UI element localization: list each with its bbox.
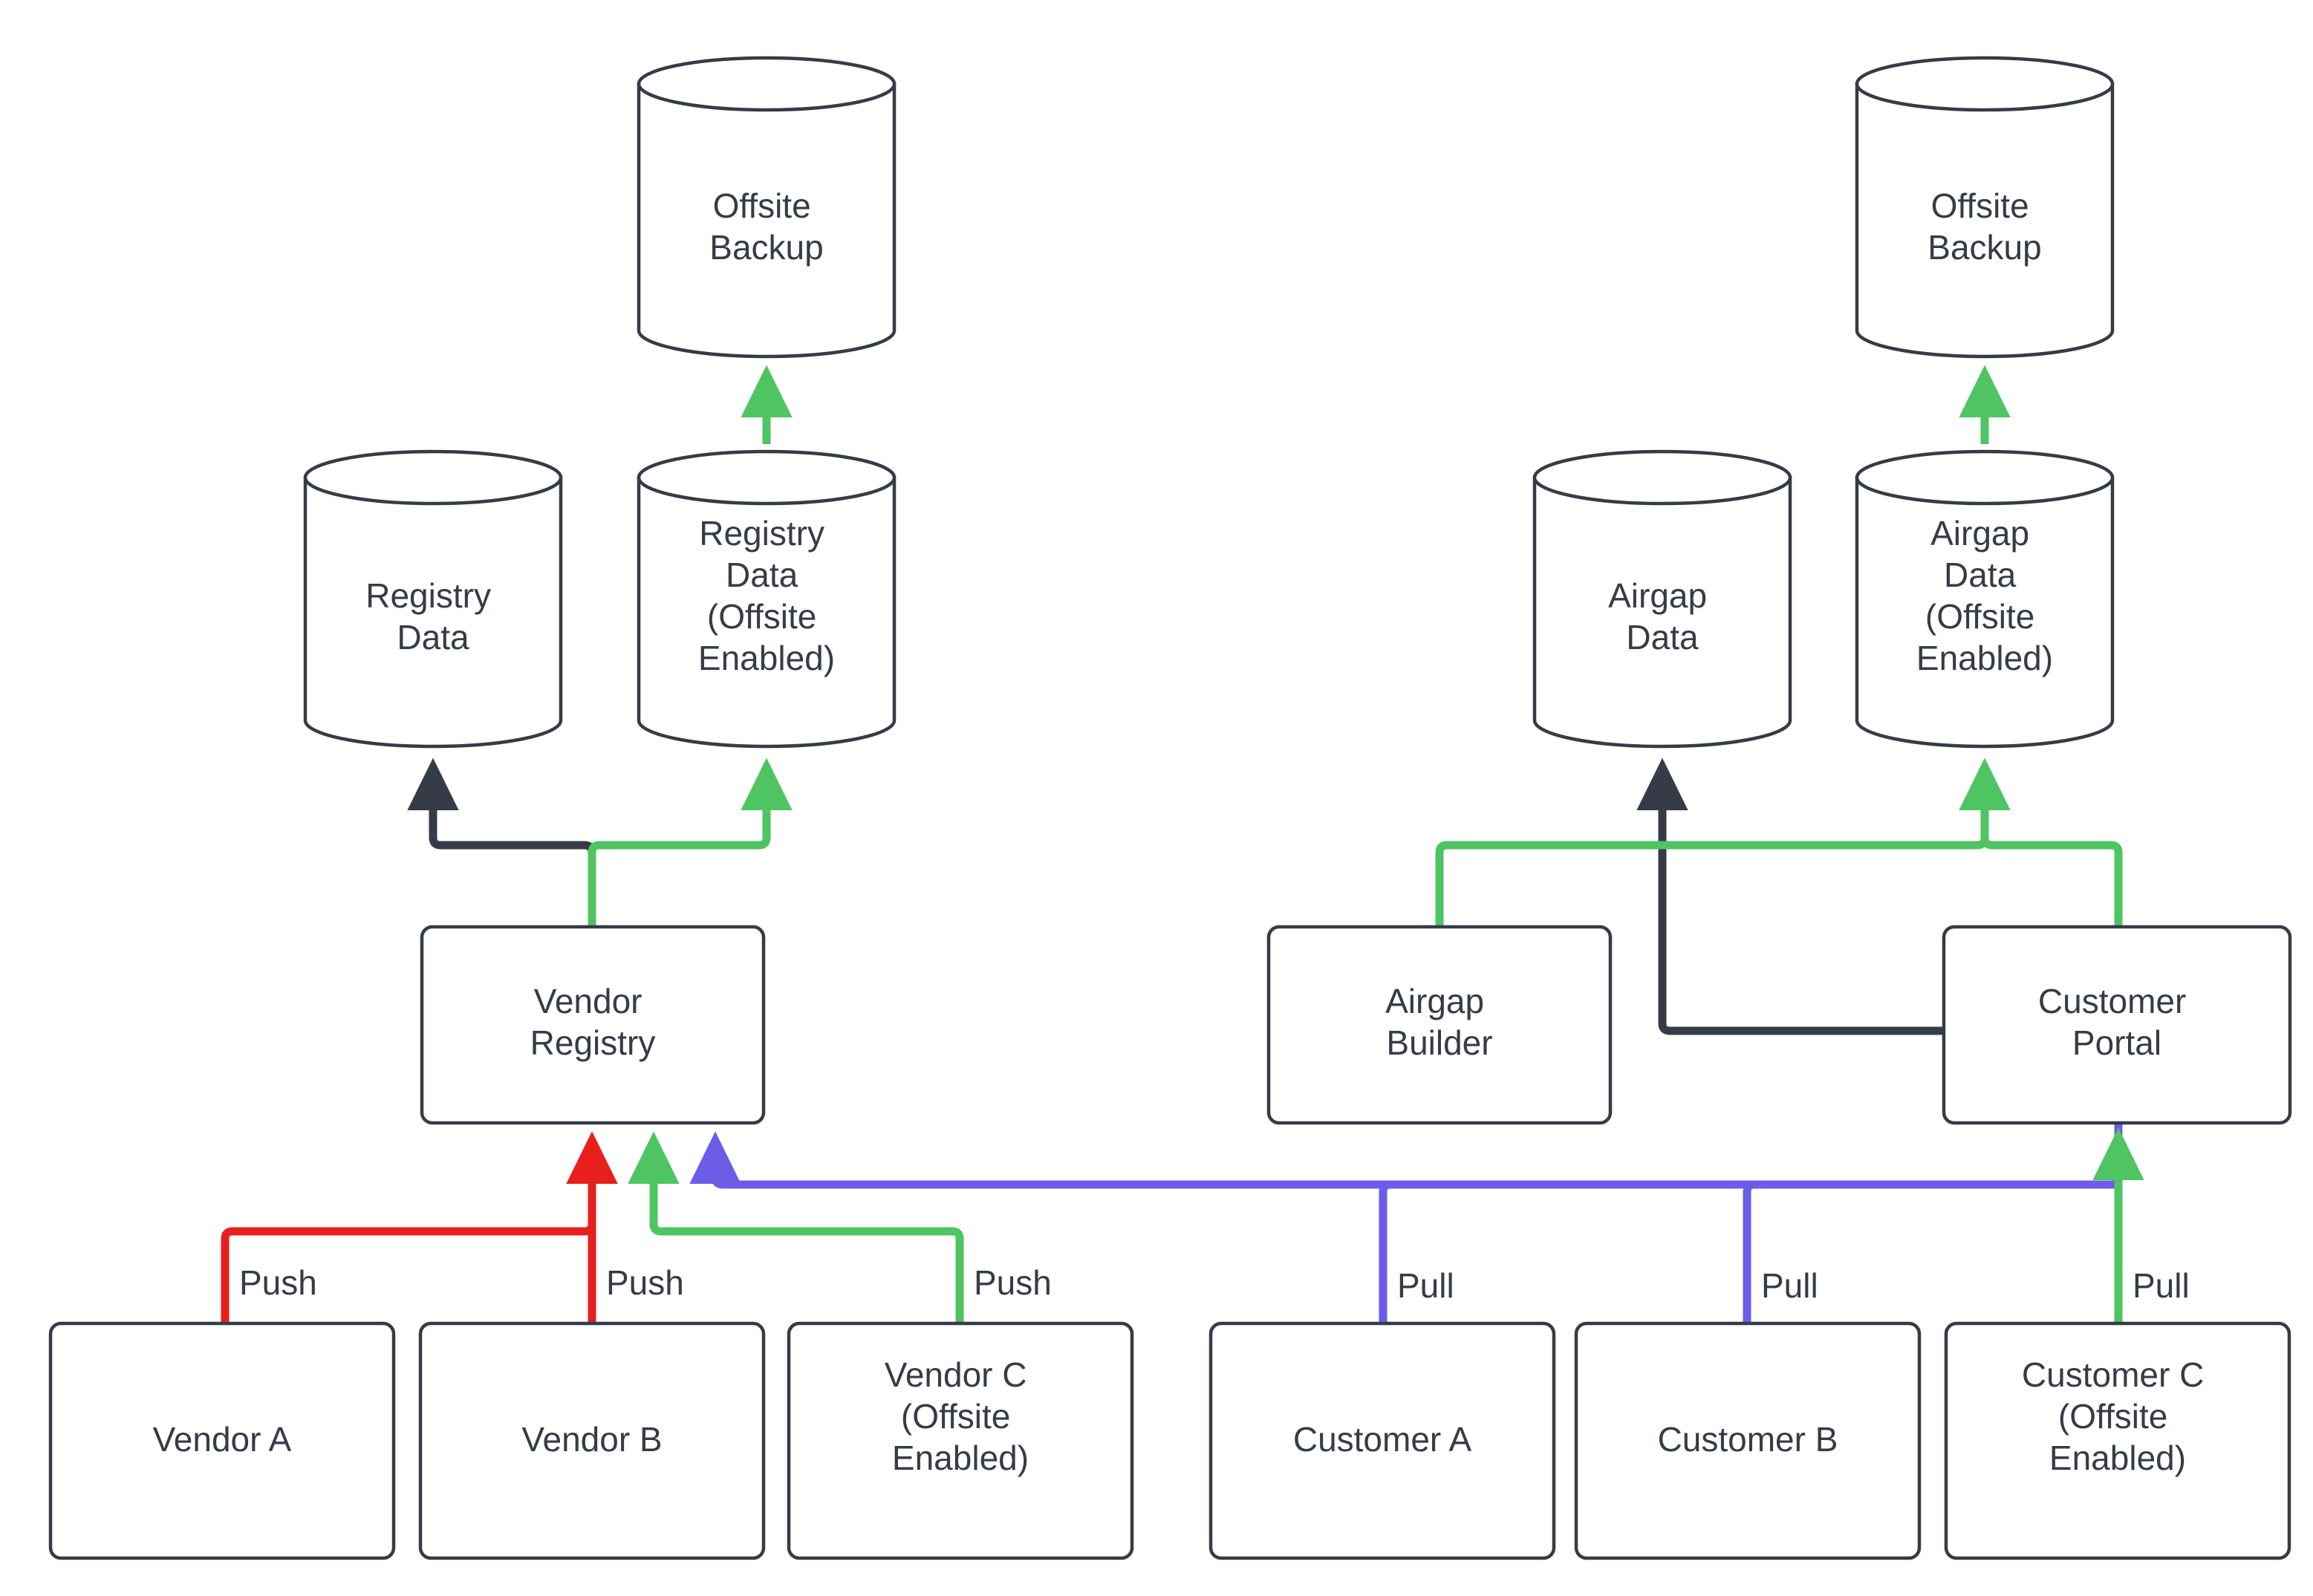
svg-text:Push: Push [239,1263,317,1302]
edge-airgap-builder-to-airgap-data-offsite [1435,758,2011,927]
node-label: Vendor A [153,1420,292,1459]
node-label: Customer A [1293,1420,1472,1459]
edge-customer-portal-to-vendor-registry [689,1123,2123,1189]
node-vendor-b[interactable]: Vendor B [418,1321,766,1560]
edge-customer-portal-to-airgap-data-offsite [1959,758,2123,927]
svg-text:Push: Push [606,1263,684,1302]
node-offsite-backup-right[interactable]: Offsite Backup [1855,56,2115,359]
edge-label-pull-b: Pull [1757,1266,1870,1312]
node-label: Offsite Backup [1928,186,2041,267]
node-label: Vendor C (Offsite Enabled) [885,1355,1037,1477]
node-offsite-backup-left[interactable]: Offsite Backup [637,56,897,359]
node-label: Customer Portal [2038,982,2196,1062]
node-airgap-data[interactable]: Airgap Data [1532,449,1792,749]
node-label: Customer B [1658,1420,1838,1459]
node-customer-a[interactable]: Customer A [1208,1321,1556,1560]
node-label: Airgap Data [1608,576,1717,657]
edge-customer-b-pull [1743,1180,2118,1323]
edge-label-push-c: Push [969,1263,1100,1309]
edge-vendor-registry-to-registry-data-offsite [588,758,793,927]
edge-customer-a-pull [1379,1180,2118,1323]
node-label: Offsite Backup [709,186,823,267]
node-label: Airgap Data (Offsite Enabled) [1916,514,2053,677]
edge-label-pull-a: Pull [1393,1266,1506,1312]
node-vendor-c[interactable]: Vendor C (Offsite Enabled) [787,1321,1134,1560]
node-label: Customer C (Offsite Enabled) [2022,1355,2213,1477]
edge-label-pull-c: Pull [2128,1266,2241,1312]
node-label: Vendor Registry [530,982,656,1062]
node-vendor-a[interactable]: Vendor A [48,1321,396,1560]
node-label: Registry Data (Offsite Enabled) [698,514,835,677]
edge-vendor-registry-to-registry-data [407,758,596,927]
node-registry-data-offsite[interactable]: Registry Data (Offsite Enabled) [637,449,897,749]
svg-text:Pull: Pull [2133,1266,2190,1305]
edge-vendor-c-push [628,1131,964,1323]
node-customer-c[interactable]: Customer C (Offsite Enabled) [1944,1321,2291,1560]
edge-label-push-a: Push [235,1263,365,1309]
node-customer-portal[interactable]: Customer Portal [1942,925,2292,1125]
svg-text:Pull: Pull [1761,1266,1818,1305]
node-airgap-data-offsite[interactable]: Airgap Data (Offsite Enabled) [1855,449,2115,749]
edge-label-push-b: Push [602,1263,732,1309]
node-airgap-builder[interactable]: Airgap Builder [1266,925,1613,1125]
svg-text:Push: Push [974,1263,1052,1302]
node-vendor-registry[interactable]: Vendor Registry [420,925,766,1125]
svg-text:Pull: Pull [1397,1266,1454,1305]
edge-customer-portal-to-airgap-data [1636,758,1944,1035]
node-registry-data[interactable]: Registry Data [303,449,563,749]
node-label: Airgap Builder [1385,982,1494,1062]
node-label: Registry Data [365,576,501,657]
node-customer-b[interactable]: Customer B [1574,1321,1922,1560]
node-label: Vendor B [521,1420,662,1459]
